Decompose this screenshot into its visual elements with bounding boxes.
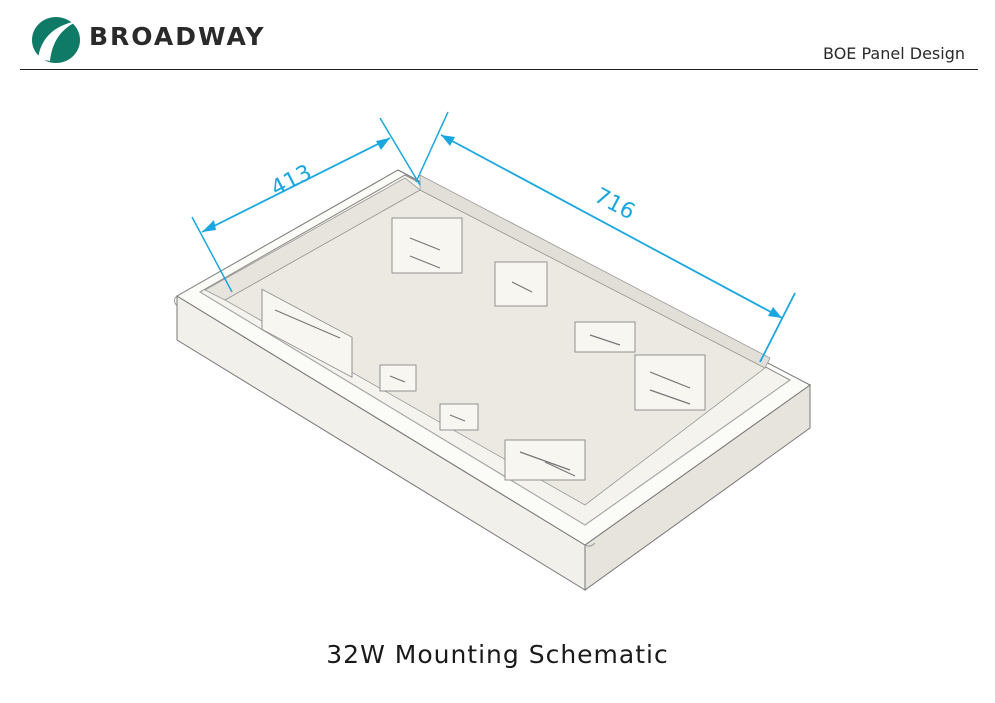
mounting-bosses: [261, 217, 706, 481]
brand-name: BROADWAY: [89, 22, 266, 51]
panel-tray: [174, 169, 811, 591]
diagram-caption: 32W Mounting Schematic: [326, 640, 669, 669]
broadway-logo-icon: [32, 17, 80, 63]
page-header: BROADWAY BOE Panel Design: [0, 0, 995, 72]
document-title: BOE Panel Design: [823, 44, 965, 63]
header-divider: [20, 69, 978, 70]
dimension-width-label: 413: [267, 160, 316, 201]
